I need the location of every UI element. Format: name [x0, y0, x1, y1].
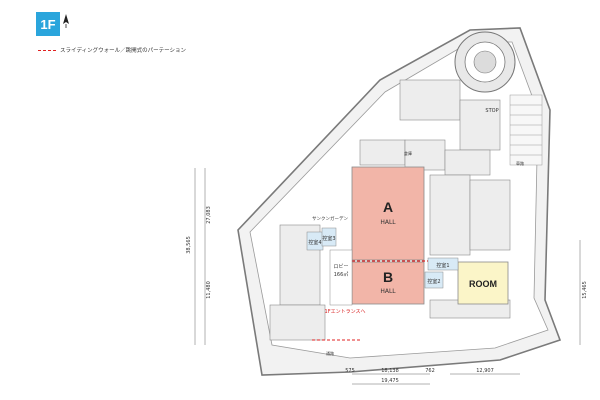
ctrl-room-4-label: 控室4	[308, 239, 321, 246]
dim-bottom-3: 762	[425, 368, 435, 374]
sunken-garden-label: サンクンガーデン	[312, 215, 348, 222]
dim-left-upper: 27,083	[206, 206, 212, 224]
legend: スライディングウォール／跳開式のパーテーション	[38, 46, 186, 54]
ctrl-room-2-label: 控室2	[427, 278, 440, 285]
stop-label: STOP	[485, 108, 498, 114]
dim-right: 15,465	[582, 281, 588, 299]
ctrl-room-1-label: 控室1	[436, 262, 449, 269]
hall-b-name: HALL	[380, 288, 396, 295]
legend-text: スライディングウォール／跳開式のパーテーション	[60, 48, 187, 54]
hall-a	[351, 166, 425, 261]
entrance-label: 1Fエントランスへ	[325, 309, 366, 315]
dim-left-total: 38,565	[186, 236, 192, 254]
room	[457, 261, 509, 305]
service-room	[459, 99, 501, 151]
storage-label: 倉庫	[404, 150, 412, 156]
room-name: ROOM	[469, 279, 497, 289]
ctrl-room-3-label: 控室3	[322, 235, 335, 242]
service-room	[444, 149, 491, 176]
parking-bays	[509, 94, 543, 166]
dim-left-lower: 11,480	[206, 281, 212, 299]
partition-line-icon	[38, 49, 56, 51]
lobby	[329, 249, 353, 306]
corridor-label: 通路	[326, 350, 334, 356]
floor-badge: 1F	[36, 12, 60, 36]
ctrl-room-1	[427, 257, 459, 271]
lobby-area: 166㎡	[334, 271, 349, 278]
dim-bottom-right: 12,907	[476, 368, 494, 374]
dim-bottom-1: 575	[345, 368, 355, 374]
ctrl-room-2	[424, 271, 444, 289]
service-room	[469, 179, 511, 251]
dim-bottom-2: 18,138	[381, 368, 399, 374]
service-room	[404, 139, 446, 171]
dim-bottom-total: 19,475	[381, 378, 399, 384]
passage-label: 車路	[516, 160, 524, 166]
lobby-name: ロビー	[333, 263, 348, 270]
service-room	[429, 174, 471, 256]
service-room	[269, 304, 326, 341]
hall-a-name: HALL	[380, 219, 396, 226]
hall-b-letter: B	[383, 269, 393, 285]
hall-a-letter: A	[383, 199, 393, 215]
spiral-ramp	[454, 31, 516, 93]
hall-b	[351, 261, 425, 305]
ctrl-room-3	[321, 227, 337, 247]
service-room	[399, 79, 461, 121]
service-room	[359, 139, 406, 166]
